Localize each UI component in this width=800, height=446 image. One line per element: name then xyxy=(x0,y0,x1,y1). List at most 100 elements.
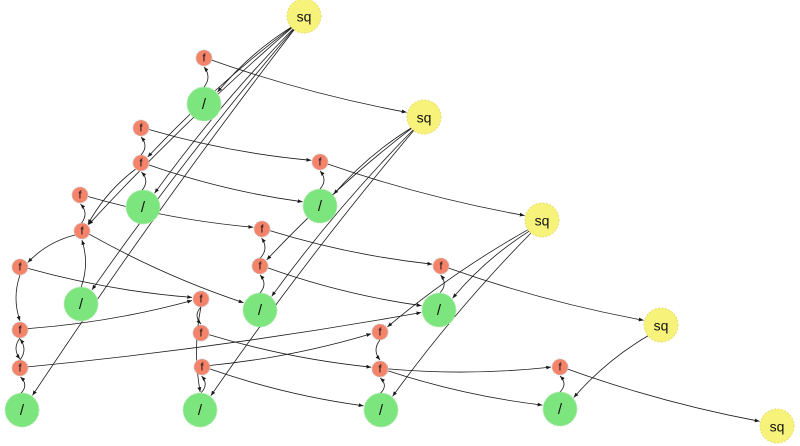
f-node-fA: f xyxy=(195,49,213,67)
sq-node-sq1: sq xyxy=(286,0,322,34)
f-node-fG2: f xyxy=(192,290,210,308)
divide-node-shape xyxy=(302,188,338,224)
f-node-shape xyxy=(11,321,29,339)
edge-fB2-to-fD2 xyxy=(87,168,137,225)
f-node-label: f xyxy=(78,190,82,202)
f-node-fE1: f xyxy=(11,258,29,276)
sq-node-sq2: sq xyxy=(406,99,442,135)
f-node-shape xyxy=(132,154,150,172)
edge-fI1-to-fJ xyxy=(387,365,552,373)
edge-fF1-to-fG1 xyxy=(269,230,433,266)
divide-node-label: / xyxy=(20,402,25,419)
edge-fH1-to-fI1 xyxy=(208,334,372,369)
edge-fC1-to-sq3 xyxy=(327,163,525,217)
edge-fD2-to-fE1 xyxy=(27,234,76,263)
edge-fJ-to-sq5 xyxy=(567,368,760,423)
edge-sq2-to-dF xyxy=(271,129,414,297)
sq-node-shape xyxy=(286,0,322,34)
edge-dD-to-fD2 xyxy=(80,239,86,288)
sq-node-label: sq xyxy=(654,318,669,334)
divide-node-dF: / xyxy=(242,292,278,328)
f-node-fD2: f xyxy=(73,222,91,240)
edge-fD1-to-fF1 xyxy=(87,196,254,229)
divide-node-dC: / xyxy=(302,188,338,224)
f-node-fJ: f xyxy=(551,358,569,376)
divide-node-label: / xyxy=(558,401,563,418)
f-node-shape xyxy=(195,49,213,67)
divide-node-dE: / xyxy=(4,392,40,428)
edge-fE1-to-fE2 xyxy=(15,274,21,322)
f-node-fF1: f xyxy=(253,220,271,238)
sq-node-sq4: sq xyxy=(643,307,679,343)
f-node-shape xyxy=(311,153,329,171)
f-node-label: f xyxy=(258,261,262,273)
f-node-label: f xyxy=(199,328,203,340)
edge-fG2-to-fH1 xyxy=(196,306,202,325)
f-node-fF2: f xyxy=(251,257,269,275)
divide-node-dB: / xyxy=(125,189,161,225)
f-node-label: f xyxy=(378,364,382,376)
sq-node-label: sq xyxy=(417,110,432,126)
f-node-label: f xyxy=(18,325,22,337)
edge-sq1-to-dD xyxy=(91,29,294,291)
edge-dJ-to-fJ xyxy=(559,375,565,393)
f-node-fE2: f xyxy=(11,321,29,339)
edge-dI-to-fI2 xyxy=(379,377,386,394)
f-node-label: f xyxy=(18,262,22,274)
f-node-fC1: f xyxy=(311,153,329,171)
f-node-shape xyxy=(192,290,210,308)
edge-fH3-to-dI xyxy=(209,368,364,408)
divide-node-label: / xyxy=(258,302,263,319)
edge-fG1-to-sq4 xyxy=(448,267,644,322)
edge-sq2-to-dC xyxy=(333,127,412,195)
edge-fD2-to-dF xyxy=(89,233,244,304)
edge-fF2-to-dG xyxy=(267,267,422,307)
divide-node-dA: / xyxy=(186,86,222,122)
edge-dH-to-fH3 xyxy=(200,375,207,394)
divide-node-shape xyxy=(182,392,218,428)
f-node-shape xyxy=(11,359,29,377)
sq-node-shape xyxy=(643,307,679,343)
edge-fE2-to-fG2 xyxy=(27,299,193,329)
divide-node-shape xyxy=(242,292,278,328)
divide-node-dJ: / xyxy=(542,391,578,427)
f-node-shape xyxy=(73,222,91,240)
edge-fE3-to-dG xyxy=(27,311,422,368)
divide-node-label: / xyxy=(437,302,442,319)
edge-fB2-to-dC xyxy=(148,164,303,204)
edge-fH3-to-fH2 xyxy=(209,333,372,366)
f-node-label: f xyxy=(439,261,443,273)
edge-dB-to-fB2 xyxy=(141,171,147,191)
divide-node-label: / xyxy=(141,199,146,216)
f-node-shape xyxy=(11,258,29,276)
edge-fD2-to-fD1 xyxy=(80,203,86,224)
f-node-shape xyxy=(192,324,210,342)
f-node-shape xyxy=(253,220,271,238)
f-node-fH1: f xyxy=(192,324,210,342)
sq-node-label: sq xyxy=(297,9,312,25)
divide-node-dI: / xyxy=(363,392,399,428)
f-node-fE3: f xyxy=(11,359,29,377)
divide-node-shape xyxy=(125,189,161,225)
sq-node-shape xyxy=(406,99,442,135)
edge-dF-to-fF2 xyxy=(259,274,265,294)
divide-node-label: / xyxy=(379,402,384,419)
f-node-shape xyxy=(251,257,269,275)
divide-node-dH: / xyxy=(182,392,218,428)
f-node-shape xyxy=(132,119,150,137)
edge-sq4-to-dJ xyxy=(573,335,649,398)
f-node-label: f xyxy=(558,362,562,374)
edge-fH2-to-fI1 xyxy=(375,339,381,361)
edge-fG2-to-dH xyxy=(196,306,202,393)
divide-node-shape xyxy=(63,286,99,322)
edge-sq1-to-fB2 xyxy=(147,27,292,158)
edge-fI2-to-dJ xyxy=(387,370,543,407)
divide-node-shape xyxy=(363,392,399,428)
divide-node-label: / xyxy=(198,402,203,419)
f-node-fB1: f xyxy=(132,119,150,137)
f-node-fB2: f xyxy=(132,154,150,172)
divide-node-shape xyxy=(4,392,40,428)
edge-fE1-to-fG2 xyxy=(27,268,193,299)
